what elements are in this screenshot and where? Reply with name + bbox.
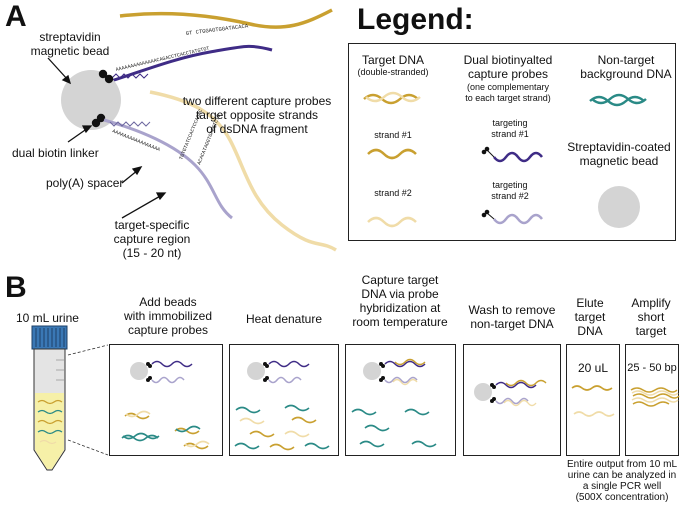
bottom-biotin-dot-2	[96, 113, 106, 123]
legend-bead: Streptavidin-coated magnetic bead	[567, 140, 671, 168]
step-label-amplify: Amplify short target	[631, 296, 671, 338]
legend-targeting1: targeting strand #1	[491, 118, 529, 139]
legend-target-ds-gold	[363, 93, 419, 105]
legend-probe1-biotin-1	[481, 149, 487, 155]
top-target-seq: GT CTGGAGTGGATACACA	[185, 22, 249, 37]
bottom-target-strand	[149, 90, 337, 252]
legend-probe2-biotin-1	[481, 212, 487, 218]
top-biotin-dot-2	[104, 74, 114, 84]
elute-volume: 20 uL	[577, 361, 609, 375]
legend-target-dna-sub: (double-stranded)	[357, 67, 429, 77]
bottom-capture-probe	[103, 118, 233, 220]
legend-probe2-linker	[486, 212, 495, 220]
footnote: Entire output from 10 mL urine can be an…	[566, 459, 678, 503]
step-label-capture: Capture target DNA via probe hybridizati…	[352, 273, 448, 329]
bottom-polyA-seq: AAAAAAAAAAAAAAAAA	[111, 128, 161, 153]
legend-nontarget-b	[591, 93, 647, 105]
top-target-strand	[119, 8, 333, 29]
step-box-heat-denature	[229, 344, 339, 456]
tube-label: 10 mL urine	[16, 311, 79, 325]
label-capture-region: target-specific capture region (15 - 20 …	[113, 218, 191, 260]
step-box-capture	[345, 344, 456, 456]
step-label-wash: Wash to remove non-target DNA	[468, 303, 556, 331]
bottom-polyA-spacer	[109, 121, 151, 127]
legend-dual-probes-sub: (one complementary to each target strand…	[465, 82, 551, 103]
legend-box	[348, 43, 676, 241]
legend-target-ds-pale	[365, 91, 421, 103]
panel-b-diagram	[31, 325, 680, 471]
amplify-length: 25 - 50 bp	[627, 362, 677, 374]
legend-strand2: strand #2	[374, 188, 412, 198]
tube-urine	[35, 393, 64, 469]
magnetic-bead	[61, 70, 121, 130]
legend-strand2-wave	[367, 216, 417, 228]
legend-probe1-biotin-2	[484, 146, 490, 152]
top-polyA-spacer	[111, 73, 149, 79]
legend-dual-probes: Dual biotinyalted capture probes	[463, 53, 553, 81]
legend-strand1-wave	[367, 148, 417, 160]
legend-nontarget-a	[589, 95, 645, 107]
label-polyA-spacer: poly(A) spacer	[46, 176, 124, 190]
step-label-add-beads: Add beads with immobilized capture probe…	[123, 295, 213, 337]
legend-bead-circle	[598, 186, 640, 228]
legend-title: Legend:	[357, 3, 474, 36]
panel-b-letter: B	[5, 271, 27, 304]
label-streptavidin-bead: streptavidin magnetic bead	[30, 30, 110, 58]
panel-a-diagram: GT CTGGAGTGGATACACA AAAAAAAAAAAAAACAGACC…	[47, 8, 337, 252]
legend-targeting2: targeting strand #2	[491, 180, 529, 201]
legend-probe1-wave	[493, 151, 543, 163]
step-label-heat-denature: Heat denature	[245, 312, 323, 326]
legend-strand1: strand #1	[374, 130, 412, 140]
tube-cap	[31, 325, 68, 350]
panel-a-letter: A	[5, 0, 27, 33]
label-dual-biotin-linker: dual biotin linker	[12, 146, 99, 160]
step-box-add-beads	[109, 344, 223, 456]
step-box-amplify	[625, 344, 679, 456]
legend-glyphs	[363, 91, 647, 228]
legend-target-dna: Target DNA	[361, 53, 425, 67]
top-biotin-dot-1	[98, 69, 108, 79]
legend-probe2-wave	[493, 213, 543, 225]
top-probe-seq: AAAAAAAAAAAAAACAGACCTCACCTATGTGT	[115, 46, 210, 73]
label-two-capture-probes: two different capture probes target oppo…	[182, 94, 332, 136]
legend-probe1-linker	[486, 149, 495, 158]
top-capture-probe	[107, 44, 273, 84]
step-box-elute	[566, 344, 620, 456]
legend-probe2-biotin-2	[484, 209, 490, 215]
legend-non-target: Non-target background DNA	[580, 53, 672, 81]
step-label-elute: Elute target DNA	[574, 296, 606, 338]
